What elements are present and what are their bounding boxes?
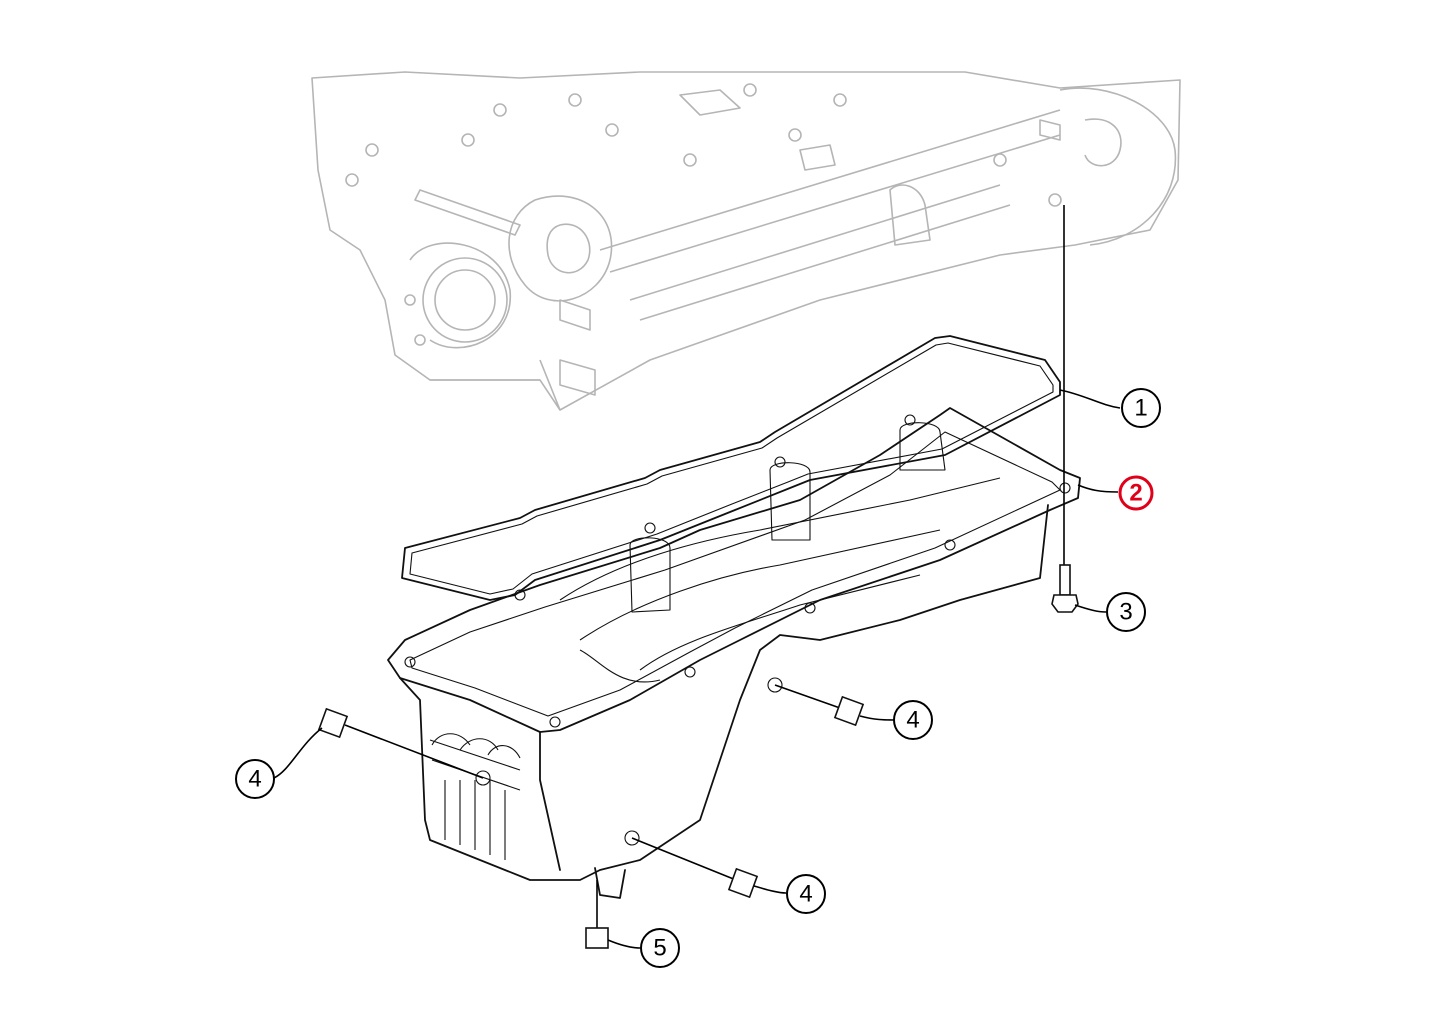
callout-4-right-label: 4 — [906, 707, 919, 734]
callout-5: 5 — [640, 928, 680, 968]
callout-4-left: 4 — [235, 759, 275, 799]
callout-1-label: 1 — [1134, 395, 1147, 422]
callout-4-bottom-label: 4 — [799, 881, 812, 908]
oil-pan — [387, 407, 1081, 899]
leader-lines — [273, 389, 1121, 949]
drain-plug — [585, 880, 609, 949]
callout-4-left-label: 4 — [248, 766, 261, 793]
callout-5-label: 5 — [653, 935, 666, 962]
oil-pan-bolt — [1051, 205, 1079, 613]
callout-1: 1 — [1121, 388, 1161, 428]
engine-block — [311, 71, 1181, 411]
callout-3-label: 3 — [1119, 599, 1132, 626]
callout-4-bottom: 4 — [786, 874, 826, 914]
threaded-plug-bottom — [631, 837, 759, 899]
callout-3: 3 — [1106, 592, 1146, 632]
callout-4-right: 4 — [893, 700, 933, 740]
callout-2: 2 — [1118, 475, 1154, 511]
oil-pan-gasket — [401, 335, 1061, 601]
threaded-plug-right — [774, 684, 865, 727]
threaded-plug-left — [317, 707, 484, 779]
callout-2-label: 2 — [1129, 480, 1142, 507]
